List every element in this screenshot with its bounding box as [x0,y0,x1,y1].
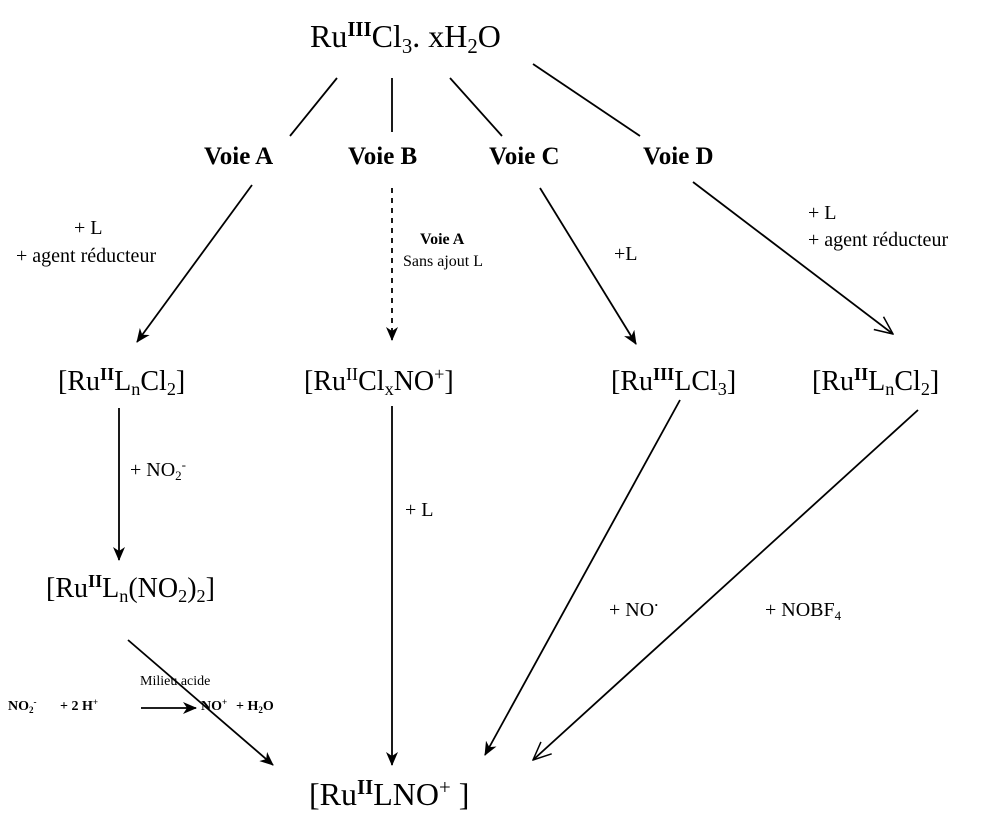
arrow-a-to-int [136,184,253,343]
intermediate-c: [RuIIILCl3] [611,364,737,400]
acid-eq-nitrite: NO2- [8,697,37,715]
route-a-label: Voie A [204,143,274,170]
branch-line-d [532,63,641,137]
acid-medium-label: Milieu acide [140,674,211,689]
acid-eq-protons: + 2 H+ [60,697,99,714]
reagent-ligand-b: + L [405,499,434,521]
arrow-nitro-product [127,639,274,766]
branch-line-c [449,77,503,137]
final-product: [RuIILNO+ ] [309,775,470,812]
intermediate-a: [RuIILnCl2] [58,364,186,400]
reagent-b-note: Sans ajout L [403,253,483,270]
route-d-label: Voie D [643,143,714,170]
start-compound: RuIIICl3. xH2O [310,17,501,59]
intermediate-d: [RuIILnCl2] [812,364,940,400]
intermediate-b: [RuIIClxNO+] [304,364,454,400]
reagent-nitric-oxide: + NO· [609,596,659,621]
reagent-a-reducer: + agent réducteur [16,245,157,267]
reagent-d-reducer: + agent réducteur [808,229,949,251]
branch-line-a [289,77,338,137]
reagent-b-route: Voie A [420,231,465,248]
reagent-c-ligand: +L [614,243,638,265]
acid-eq-nitrosyl: NO+ [201,697,228,714]
route-b-label: Voie B [348,143,418,170]
reagent-nitrite: + NO2- [130,456,187,483]
nitro-complex: [RuIILn(NO2)2] [46,571,215,607]
route-c-label: Voie C [489,143,560,170]
arrow-c-product [484,399,681,756]
reagent-nobf4: + NOBF4 [765,599,842,623]
acid-eq-water: + H2O [236,699,274,715]
reagent-a-ligand: + L [74,217,103,239]
arrow-c-to-int [539,187,637,345]
reagent-d-ligand: + L [808,202,837,224]
arrow-d-product [533,409,919,760]
arrow-d-to-int [692,181,893,334]
